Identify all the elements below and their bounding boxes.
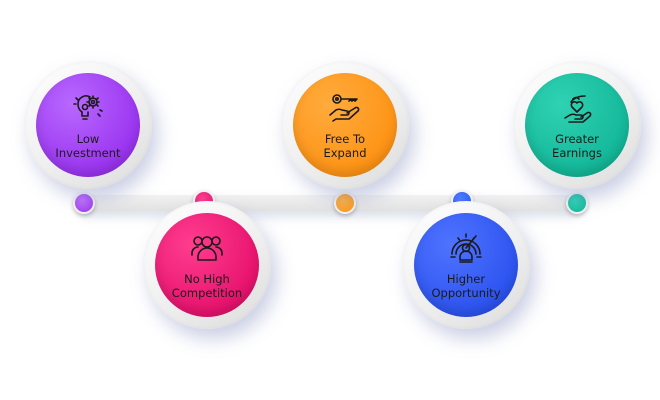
step-higher-opportunity: Higher Opportunity [402,201,530,329]
step-free-to-expand: Free To Expand [281,61,409,189]
timeline-dot-1 [73,192,95,214]
step-label-line1: No High [184,272,230,286]
step-label-line1: Low [76,132,100,146]
step-label-line1: Greater [555,132,599,146]
step-disc: Greater Earnings [525,73,629,177]
step-label-line1: Free To [324,132,366,146]
group-people-icon [189,230,225,266]
timeline-dot-3 [334,192,356,214]
step-disc: Higher Opportunity [414,213,518,317]
gauge-person-icon [448,230,484,266]
step-no-high-competition: No High Competition [143,201,271,329]
step-label-line2: Investment [55,146,121,160]
step-disc: Low Investment [36,73,140,177]
step-label-line2: Opportunity [431,286,501,300]
step-label: Free To Expand [323,132,366,160]
key-in-hand-icon [327,90,363,126]
lightbulb-gears-icon [70,90,106,126]
step-label-line2: Competition [171,286,243,300]
step-label: Low Investment [55,132,120,160]
step-low-investment: Low Investment [24,61,152,189]
step-disc: No High Competition [155,213,259,317]
step-label: No High Competition [172,272,242,300]
step-label-line2: Expand [323,146,367,160]
step-label: Greater Earnings [552,132,602,160]
step-disc: Free To Expand [293,73,397,177]
step-label-line2: Earnings [552,146,602,160]
step-greater-earnings: Greater Earnings [513,61,641,189]
heart-in-hand-icon [559,90,595,126]
step-label-line1: Higher [446,272,486,286]
timeline-dot-5 [566,192,588,214]
step-label: Higher Opportunity [431,272,500,300]
